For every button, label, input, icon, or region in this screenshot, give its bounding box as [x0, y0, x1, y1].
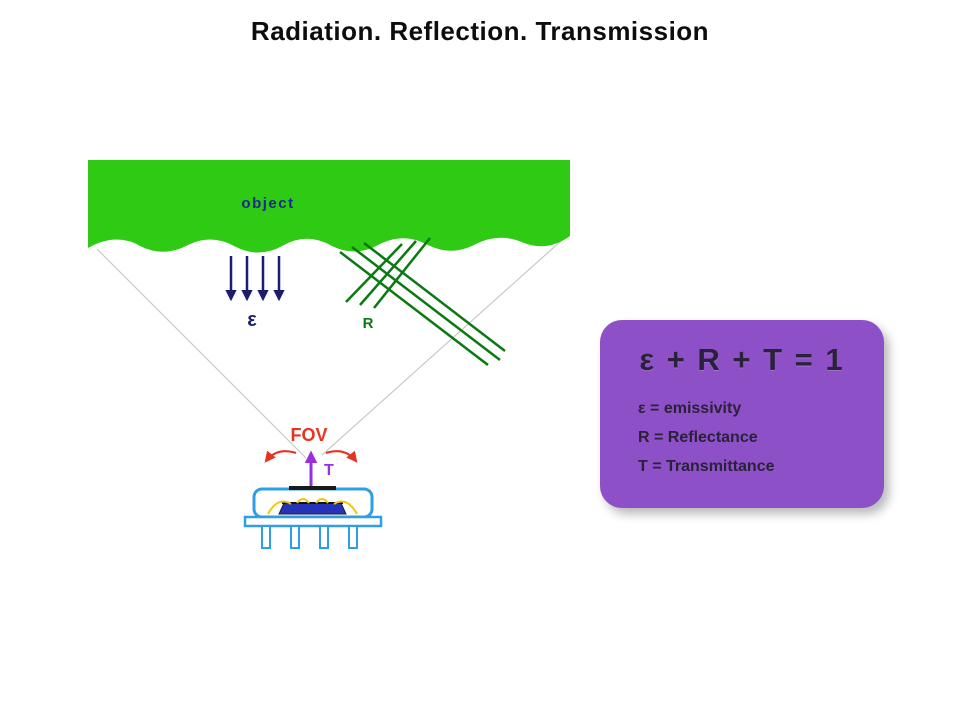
object-label: object [241, 195, 294, 212]
reflection-rays [339, 237, 506, 366]
fov-cone-lines [96, 239, 563, 459]
legend-emissivity: ε = emissivity [638, 400, 742, 417]
formula-card: ε + R + T = 1 ε = emissivity R = Reflect… [600, 320, 884, 508]
sensor-base-plate [243, 515, 383, 528]
formula-equation: ε + R + T = 1 [639, 342, 845, 377]
emissivity-symbol: ε [247, 309, 257, 331]
object-shape [88, 160, 570, 253]
formula-legend: ε = emissivity R = Reflectance T = Trans… [638, 394, 884, 481]
legend-reflectance: R = Reflectance [638, 429, 758, 446]
legend-transmittance: T = Transmittance [638, 458, 775, 475]
sensor-legs [261, 525, 358, 549]
sensor-bond-wires [267, 498, 358, 515]
sensor-chip [278, 502, 347, 515]
slide-title: Radiation. Reflection. Transmission [250, 16, 710, 46]
fov-label: FOV [290, 425, 327, 445]
sensor-device [243, 486, 383, 549]
fov-angle-arrows [264, 450, 358, 463]
transmittance-symbol: T [324, 462, 334, 479]
reflectance-symbol: R [363, 315, 374, 332]
emissivity-arrows [225, 256, 285, 302]
